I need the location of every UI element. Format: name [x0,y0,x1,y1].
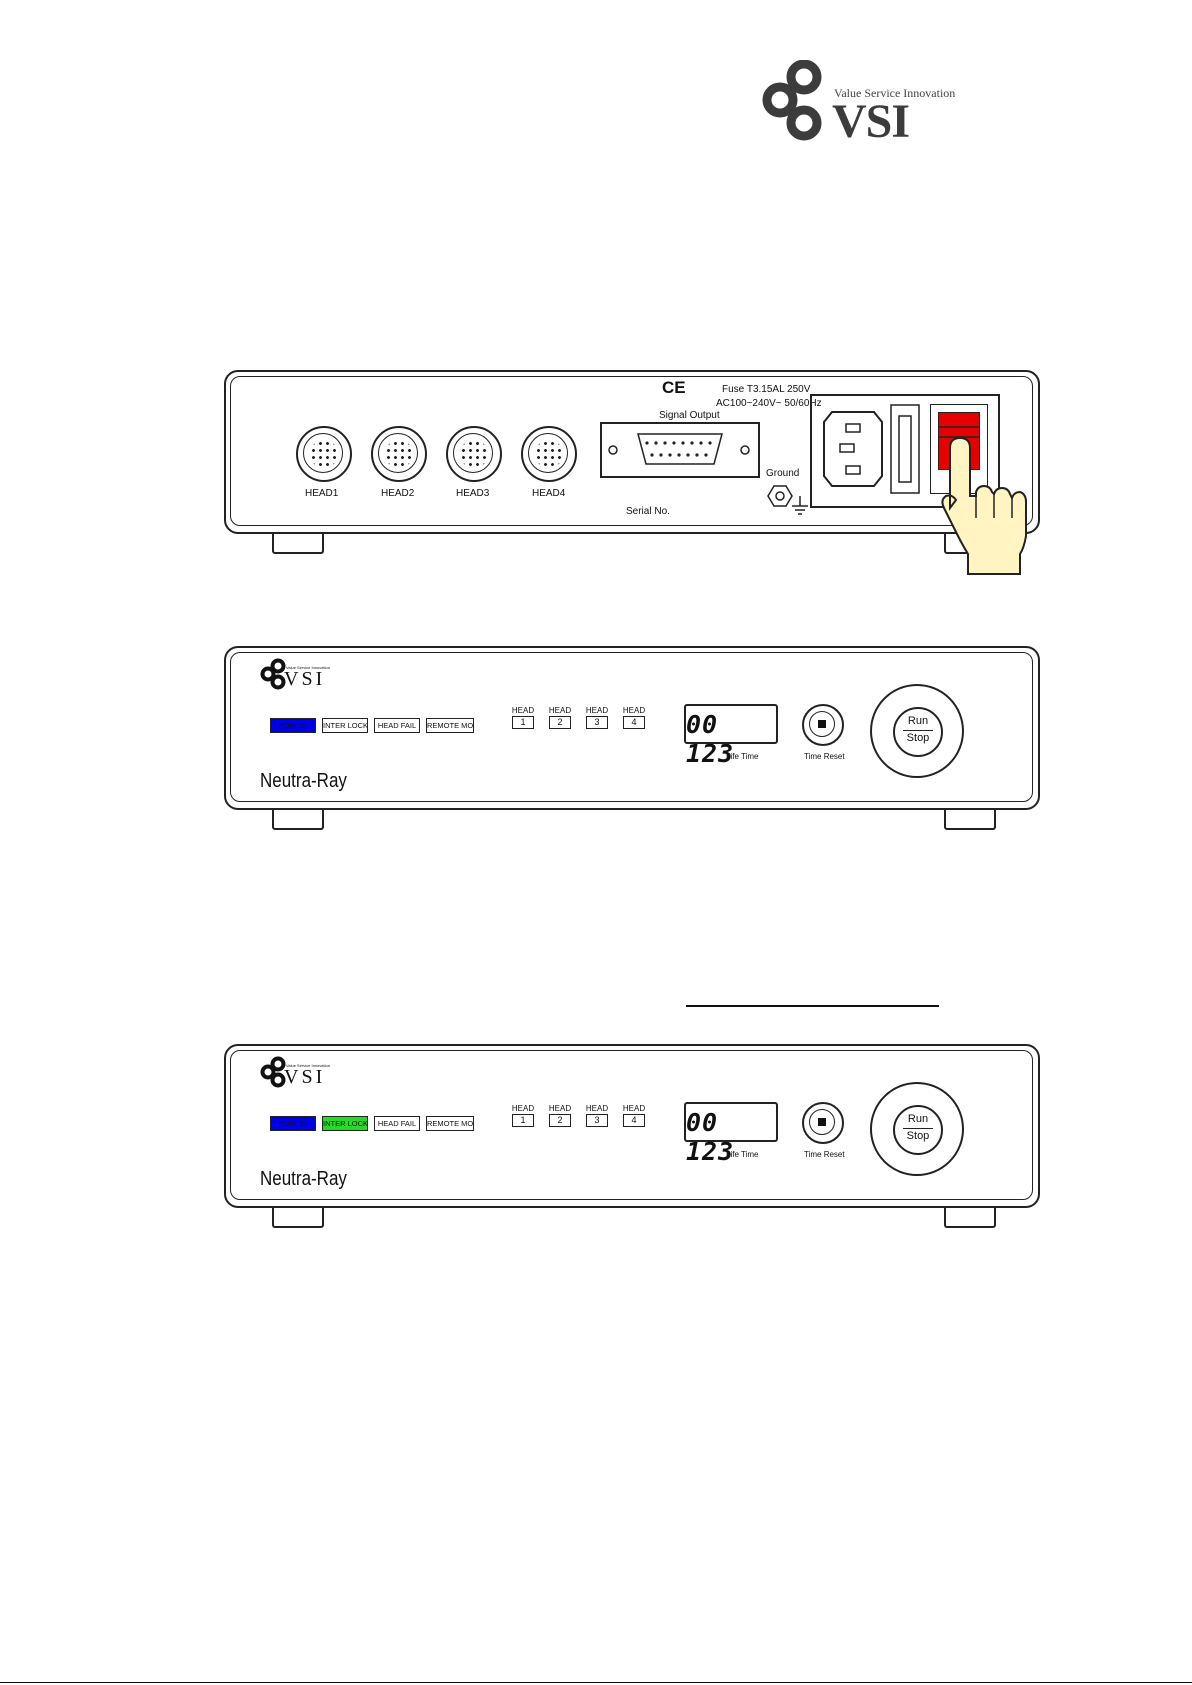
front-panel-bezel [230,652,1033,802]
interlock-indicator: INTER LOCK [322,1116,368,1131]
power-indicator: POWER [270,1116,316,1131]
head2-indicator: 2 [549,1114,571,1127]
life-time-label: Life Time [726,1150,759,1159]
head3-label: HEAD3 [456,488,490,499]
vsi-name: VSI [284,668,326,690]
life-time-display: 00 123 [684,704,778,768]
front-panel-figure-1: Value Service Innovation VSI POWER INTER… [224,646,1040,834]
life-time-value: 00 123 [686,710,735,768]
head4-indicator: 4 [623,716,645,729]
signal-output-port[interactable] [600,422,760,478]
logo-rings-icon [762,60,822,141]
brand-logo: Value Service Innovation VSI [762,60,962,150]
front-panel-figure-2: Value Service Innovation VSI POWER INTER… [224,1044,1040,1232]
brand-tagline: Value Service Innovation [834,86,956,100]
life-time-value: 00 123 [686,1108,735,1166]
vsi-tagline: Value Service Innovation [286,665,330,670]
rear-panel-bezel [230,376,1033,526]
foot-left [272,530,324,554]
front-panel-bezel [230,1050,1033,1200]
run-stop-cap: Run Stop [893,1105,943,1155]
head1-indicator: 1 [512,1114,534,1127]
underline-rule [686,1005,939,1007]
head2-label: HEAD2 [381,488,415,499]
remote-mode-indicator: REMOTE MODE [426,718,474,733]
head4-title: HEAD [622,1104,646,1113]
model-name: Neutra-Ray [260,1168,347,1190]
head3-indicator: 3 [586,1114,608,1127]
run-stop-button[interactable]: Run Stop [870,684,964,778]
ac-inlet-icon[interactable] [822,410,884,488]
stop-label: Stop [906,1130,930,1142]
remote-mode-indicator: REMOTE MODE [426,1116,474,1131]
foot-left [272,806,324,830]
head3-title: HEAD [585,706,609,715]
head3-indicator: 3 [586,716,608,729]
head2-title: HEAD [548,706,572,715]
rear-panel-figure: HEAD1 HEAD2 HEAD3 HEAD4 CE Signal Output… [224,370,1040,592]
head1-title: HEAD [511,706,535,715]
head4-title: HEAD [622,706,646,715]
ground-label: Ground [766,468,800,479]
power-inlet-module [810,394,1000,508]
ground-terminal-icon[interactable] [764,482,812,518]
interlock-indicator: INTER LOCK [322,718,368,733]
vsi-name: VSI [284,1066,326,1088]
run-stop-cap: Run Stop [893,707,943,757]
vsi-tagline: Value Service Innovation [286,1063,330,1068]
head2-title: HEAD [548,1104,572,1113]
run-stop-button[interactable]: Run Stop [870,1082,964,1176]
page-bottom-rule [0,1682,1192,1683]
life-time-label: Life Time [726,752,759,761]
head4-indicator: 4 [623,1114,645,1127]
vsi-logo-icon [260,1056,286,1088]
pointing-hand-icon [941,436,1027,575]
head2-indicator: 2 [549,716,571,729]
time-reset-button[interactable] [802,704,844,746]
head4-connector[interactable] [521,426,577,482]
head1-indicator: 1 [512,716,534,729]
run-label: Run [907,715,929,727]
head1-label: HEAD1 [305,488,339,499]
time-reset-label: Time Reset [804,752,845,761]
head1-title: HEAD [511,1104,535,1113]
head3-title: HEAD [585,1104,609,1113]
power-indicator: POWER [270,718,316,733]
fuse-label: Fuse T3.15AL 250V [722,384,811,395]
foot-right [944,806,996,830]
signal-output-label: Signal Output [659,410,720,421]
head-fail-indicator: HEAD FAIL [374,1116,420,1131]
front-panel: Value Service Innovation VSI POWER INTER… [224,1044,1040,1208]
model-name: Neutra-Ray [260,770,347,792]
head-fail-indicator: HEAD FAIL [374,718,420,733]
stop-label: Stop [906,732,930,744]
fuse-holder-icon[interactable] [890,404,920,494]
foot-right [944,1204,996,1228]
time-reset-button[interactable] [802,1102,844,1144]
head2-connector[interactable] [371,426,427,482]
brand-name: VSI [832,95,910,148]
head1-connector[interactable] [296,426,352,482]
head3-connector[interactable] [446,426,502,482]
foot-left [272,1204,324,1228]
time-reset-label: Time Reset [804,1150,845,1159]
front-panel: Value Service Innovation VSI POWER INTER… [224,646,1040,810]
head4-label: HEAD4 [532,488,566,499]
serial-number-label: Serial No. [626,506,670,517]
vsi-logo-icon [260,658,286,690]
rear-panel: HEAD1 HEAD2 HEAD3 HEAD4 CE Signal Output… [224,370,1040,575]
db15-connector-icon [608,433,750,465]
run-label: Run [907,1113,929,1125]
life-time-display: 00 123 [684,1102,778,1166]
power-rating-label: AC100~240V~ 50/60Hz [716,398,822,409]
ce-mark: CE [662,378,686,397]
